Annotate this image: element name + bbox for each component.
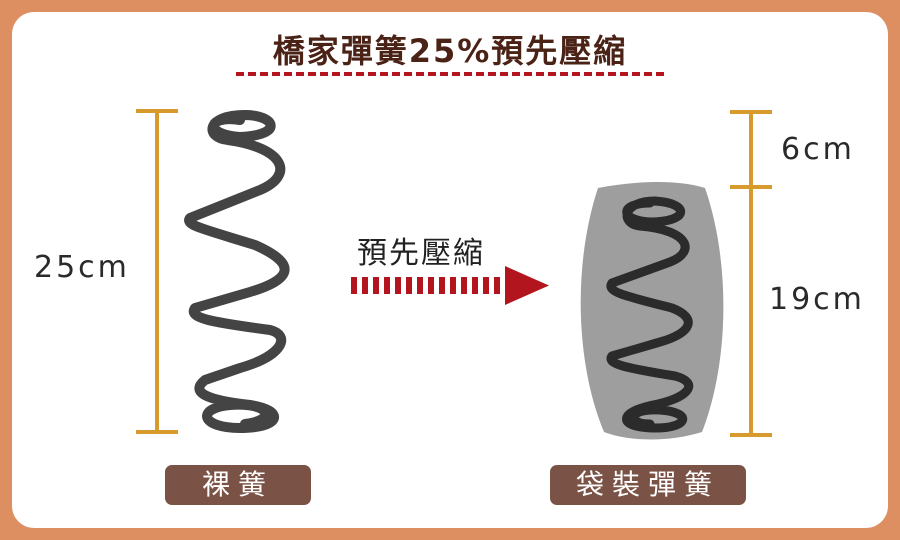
compression-arrow <box>351 266 549 305</box>
right-dimension-line <box>730 110 772 437</box>
pocketed-spring-height-label: 19cm <box>769 282 865 317</box>
bare-spring <box>184 110 290 433</box>
pocketed-spring <box>606 196 694 433</box>
left-dimension-line <box>136 109 178 434</box>
diagram-title: 橋家彈簧25%預先壓縮 <box>272 32 628 70</box>
bare-spring-height-label: 25cm <box>34 250 130 285</box>
bare-spring-tag: 裸簧 <box>165 465 311 505</box>
pocketed-spring-tag: 袋裝彈簧 <box>550 465 746 505</box>
title-underline <box>236 72 664 76</box>
compression-amount-label: 6cm <box>781 132 855 167</box>
arrow-label: 預先壓縮 <box>357 236 485 271</box>
